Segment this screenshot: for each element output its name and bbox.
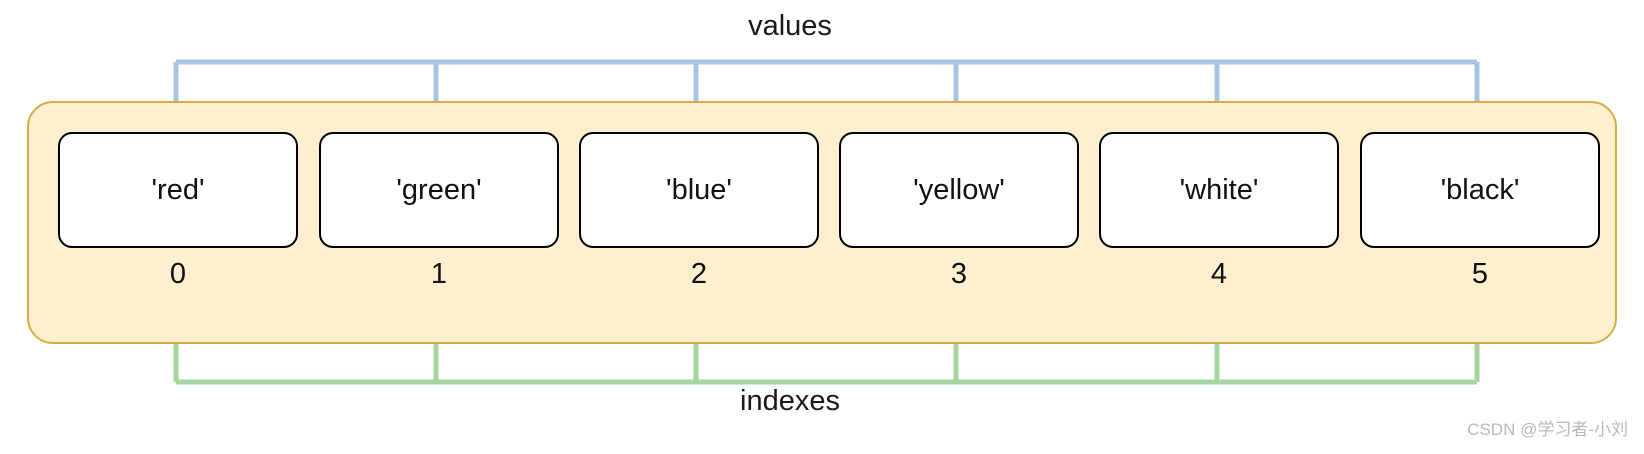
array-cell-value: 'white' bbox=[1179, 173, 1259, 206]
array-index-5: 5 bbox=[1471, 258, 1489, 290]
values-label: values bbox=[748, 10, 832, 42]
array-cell-value: 'blue' bbox=[666, 173, 732, 206]
array-index-1: 1 bbox=[430, 258, 448, 290]
array-cell-value: 'red' bbox=[151, 173, 205, 206]
array-index-4: 4 bbox=[1210, 258, 1228, 290]
array-cell-value: 'black' bbox=[1440, 173, 1520, 206]
array-cell-2[interactable]: 'blue' bbox=[579, 132, 819, 248]
indexes-label: indexes bbox=[740, 385, 840, 417]
array-container: 'red' 'green' 'blue' 'yellow' 'white' 'b… bbox=[27, 101, 1617, 344]
watermark: CSDN @学习者-小刘 bbox=[1467, 420, 1628, 439]
array-cell-0[interactable]: 'red' bbox=[58, 132, 298, 248]
array-cell-5[interactable]: 'black' bbox=[1360, 132, 1600, 248]
array-index-0: 0 bbox=[169, 258, 187, 290]
array-cell-value: 'green' bbox=[396, 173, 482, 206]
array-cell-value: 'yellow' bbox=[913, 173, 1005, 206]
array-cell-4[interactable]: 'white' bbox=[1099, 132, 1339, 248]
array-cell-1[interactable]: 'green' bbox=[319, 132, 559, 248]
array-index-2: 2 bbox=[690, 258, 708, 290]
array-index-3: 3 bbox=[950, 258, 968, 290]
array-cell-3[interactable]: 'yellow' bbox=[839, 132, 1079, 248]
